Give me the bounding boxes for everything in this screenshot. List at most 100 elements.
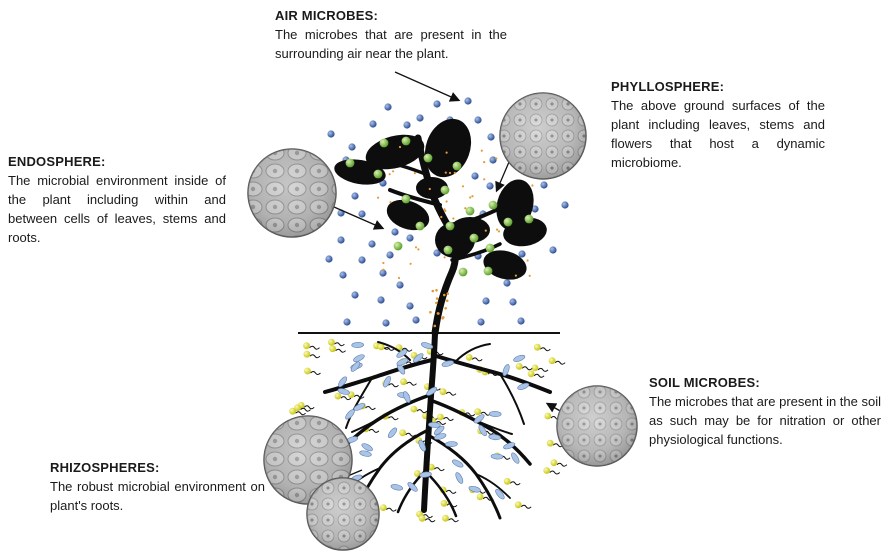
rhizospheres-label: RHIZOSPHERES: The robust microbial envir… [50,458,265,515]
leaf-speckle [531,184,533,186]
air-microbe [406,302,413,309]
air-microbe [351,192,358,199]
air-microbe [337,236,344,243]
air-microbe [416,114,423,121]
phyllo-microbe [446,222,455,231]
soil-microbe [399,429,415,436]
leaf-speckle [471,195,473,197]
leaf-speckle [417,248,419,250]
soil-microbe [551,459,567,466]
phyllo-microbe [374,170,383,179]
soil-microbe [304,351,320,358]
endosphere-description: The microbial environment inside of the … [8,171,226,247]
soil-microbe [528,370,544,377]
phyllo-microbe [424,154,433,163]
root-microbe [454,471,464,484]
air-microbe [391,228,398,235]
soil-microbe [534,344,550,351]
root-microbe [353,402,366,412]
air-microbe [358,210,365,217]
root-microbe [387,426,398,439]
soil-microbe [380,504,396,511]
air-microbe [474,116,481,123]
root-microbe [445,441,457,446]
phyllo-microbe [486,244,495,253]
phyllo-microbe [453,162,462,171]
magnifier-endo [248,149,336,237]
soil-microbes-title: SOIL MICROBES: [649,373,881,392]
leaf-speckle [414,172,416,174]
air-microbe [486,182,493,189]
air-microbe [325,255,332,262]
stem-speckle [447,292,450,295]
stem-speckle [441,317,444,320]
stem-speckle [435,302,438,305]
phyllo-microbe [346,159,355,168]
air-microbe [327,130,334,137]
leaf-speckle [445,172,447,174]
leaf-speckle [446,152,448,154]
root-microbe [489,411,501,417]
leaf-speckle [529,275,531,277]
soil-microbe [328,339,344,346]
stem-speckle [437,312,440,315]
phyllo-microbe [504,218,513,227]
leaf-speckle [483,161,485,163]
root-microbe [513,354,526,363]
phyllo-microbe [459,268,468,277]
stem-speckle [443,294,446,297]
soil-microbes-description: The microbes that are present in the soi… [649,392,881,449]
leaf-speckle [392,170,394,172]
soil-microbe [504,478,520,485]
soil-microbe [437,414,453,421]
phyllo-microbe [441,186,450,195]
leaf-speckle [429,188,431,190]
phyllo-microbe [402,195,411,204]
root-microbe [502,364,511,377]
phyllo-microbe [484,267,493,276]
phyllo-microbe [470,234,479,243]
stem-speckle [429,311,432,314]
air-microbe [351,291,358,298]
stem-speckle [444,307,447,310]
air-microbe [464,97,471,104]
endosphere-title: ENDOSPHERE: [8,152,226,171]
leaf-speckle [389,173,391,175]
stem-speckle [435,289,438,292]
air-microbe [348,143,355,150]
air-microbe [358,256,365,263]
rhizospheres-title: RHIZOSPHERES: [50,458,265,477]
leaf-speckle [446,200,448,202]
leaf-speckle [440,216,442,218]
air-microbe [517,317,524,324]
magnifier-rhizo-bottom [307,478,379,550]
phyllo-microbe [394,242,403,251]
leaf-speckle [389,201,391,203]
soil-microbe [516,363,532,370]
air-microbe [368,240,375,247]
soil-microbe [440,388,456,395]
phyllo-microbe [489,201,498,210]
air-microbe [487,133,494,140]
phyllo-microbe [466,207,475,216]
air-microbe [509,298,516,305]
air-microbe [406,234,413,241]
stem-speckle [432,290,435,293]
leaf-speckle [444,256,446,258]
root-microbe [352,342,364,348]
endosphere-label: ENDOSPHERE: The microbial environment in… [8,152,226,247]
rhizospheres-description: The robust microbial environment on plan… [50,477,265,515]
leaf-speckle [382,269,384,271]
leaf-speckle [496,229,498,231]
leaf-speckle [485,230,487,232]
phyllo-microbe [416,222,425,231]
air-microbes-label: AIR MICROBES: The microbes that are pres… [275,6,507,63]
soil-microbe [549,357,565,364]
magnifier-phyllo [500,93,586,179]
air-microbe [561,201,568,208]
phyllo-microbe [525,215,534,224]
air-microbe [339,271,346,278]
soil-microbe [428,464,444,471]
soil-microbe [515,501,531,508]
leaf-speckle [452,217,454,219]
